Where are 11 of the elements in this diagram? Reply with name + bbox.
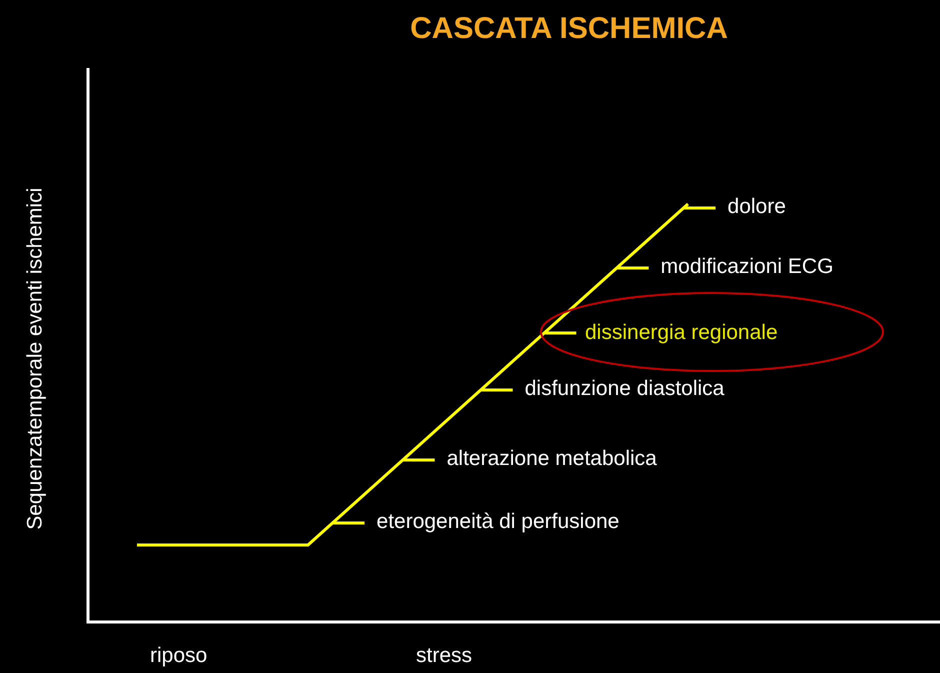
axis-title: Sequenzatemporale eventi ischemici: [22, 186, 48, 532]
title: CASCATA ISCHEMICA: [409, 11, 729, 47]
event-label: dissinergia regionale: [585, 322, 778, 342]
axis-label: stress: [416, 645, 472, 666]
event-label: alterazione metabolica: [446, 448, 657, 469]
highlight-ellipse: [539, 291, 885, 373]
event-label: eterogeneità di perfusione: [376, 511, 620, 532]
event-label: modificazioni ECG: [660, 256, 834, 277]
axis-label: riposo: [150, 645, 208, 666]
event-label: disfunzione diastolica: [524, 378, 724, 399]
event-label: dolore: [728, 196, 786, 217]
